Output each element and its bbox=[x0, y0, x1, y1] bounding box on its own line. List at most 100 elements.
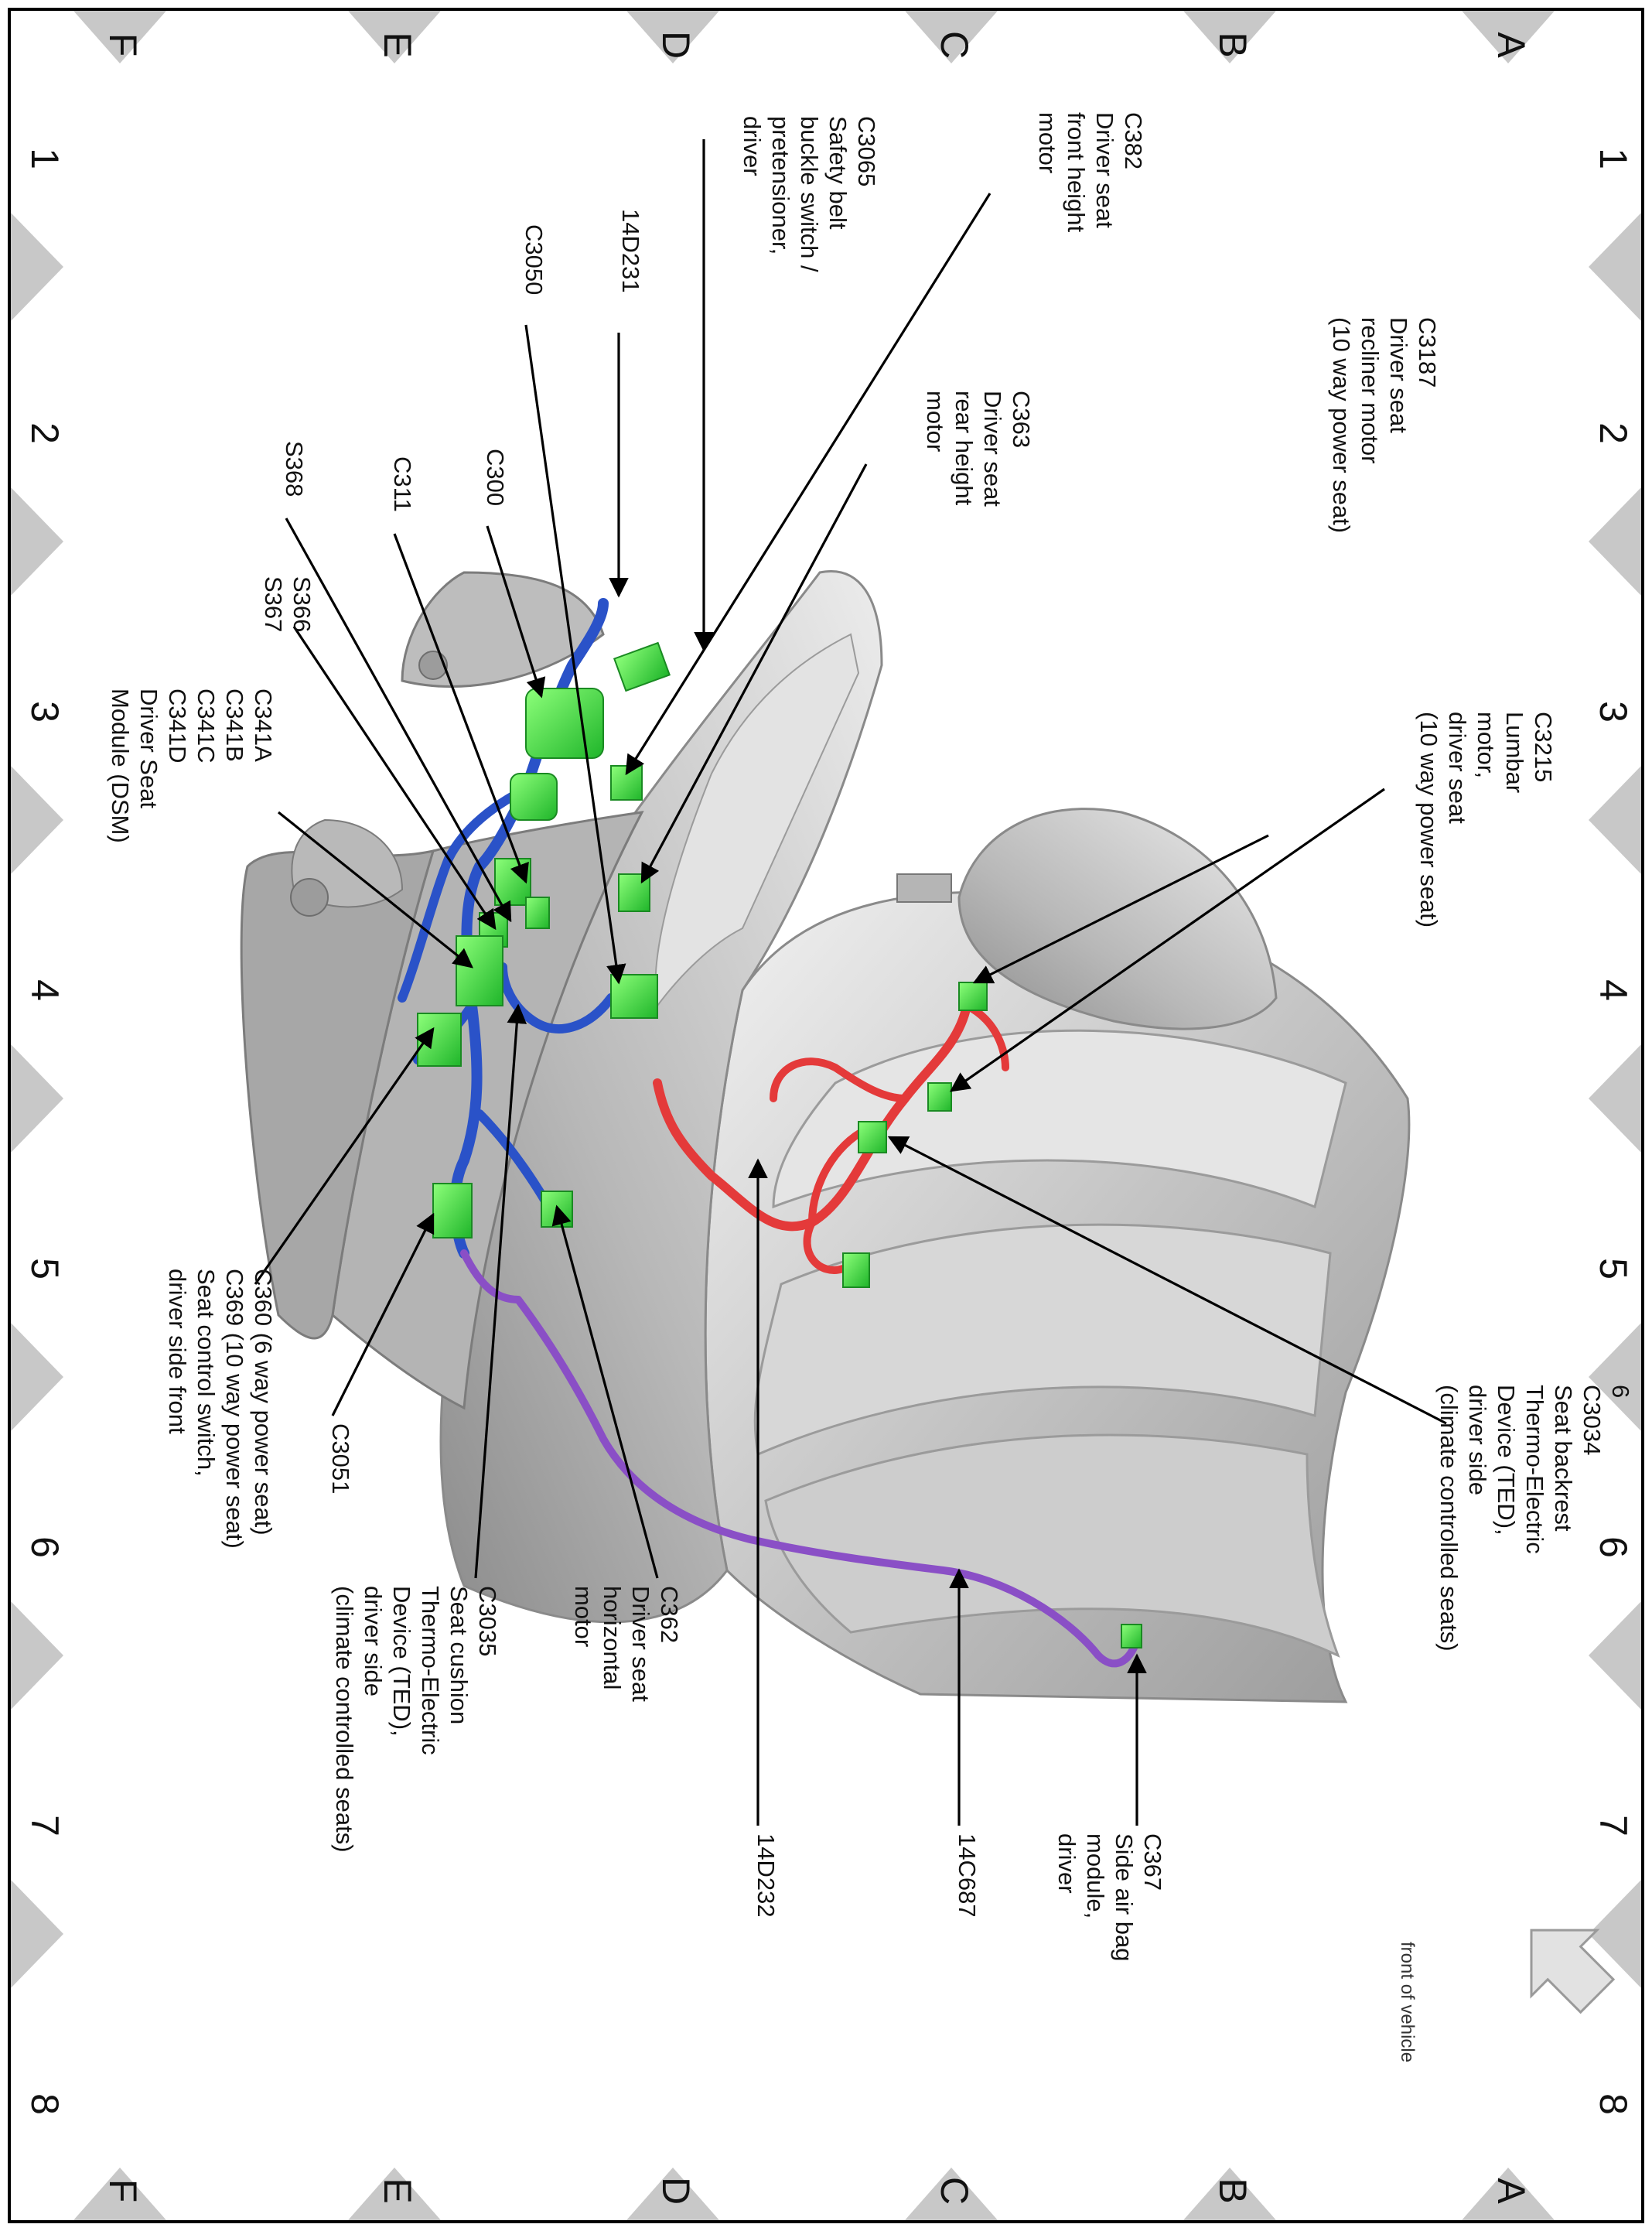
grid-marker-top bbox=[626, 11, 719, 63]
callout-line: motor, bbox=[1473, 712, 1500, 778]
callout-line: C3034 bbox=[1579, 1385, 1606, 1455]
callout-line: (climate controlled seats) bbox=[1435, 1385, 1463, 1652]
callout-line: Device (TED), bbox=[1493, 1385, 1520, 1536]
grid-label: 3 bbox=[1592, 701, 1635, 723]
grid-label: F bbox=[101, 33, 145, 57]
grid-label: 8 bbox=[23, 2093, 67, 2115]
grid-label: 3 bbox=[23, 701, 67, 723]
callout-line: C369 (10 way power seat) bbox=[221, 1269, 248, 1549]
grid-label: 7 bbox=[1592, 1815, 1635, 1836]
leader-lines bbox=[254, 139, 1447, 1826]
callout-line: front height bbox=[1063, 112, 1090, 232]
callout-line: driver bbox=[739, 116, 766, 176]
front-arrow-icon bbox=[1530, 1929, 1616, 2014]
callout-line: driver side bbox=[1464, 1385, 1491, 1495]
callout-line: C360 (6 way power seat) bbox=[250, 1269, 277, 1536]
callout-line: Driver Seat bbox=[135, 688, 162, 808]
grid-marker-right bbox=[1589, 213, 1641, 321]
callout-line: C341D bbox=[164, 688, 191, 764]
callout-line: Driver seat bbox=[979, 391, 1006, 507]
grid-marker-top bbox=[73, 11, 166, 63]
callout-line: C311 bbox=[389, 456, 416, 512]
callout-line: Driver seat bbox=[1385, 317, 1412, 433]
grid-label: D bbox=[654, 2177, 698, 2205]
grid-marker-left bbox=[11, 1323, 63, 1431]
grid-marker-top bbox=[348, 11, 441, 63]
callout-line: buckle switch / bbox=[796, 116, 823, 272]
callout-line: S366 bbox=[288, 576, 316, 632]
grid-marker-top bbox=[905, 11, 998, 63]
callout-line: motor bbox=[1034, 112, 1061, 173]
callout-c14d231: 14D231 bbox=[617, 209, 644, 293]
callout-line: Driver seat bbox=[627, 1586, 654, 1702]
callout-line: Side air bag bbox=[1111, 1833, 1138, 1961]
callout-line: C3051 bbox=[327, 1423, 354, 1494]
callout-line: Thermo-Electric bbox=[1521, 1385, 1548, 1554]
callout-line: C3065 bbox=[853, 116, 880, 186]
grid-marker-top bbox=[1183, 11, 1276, 63]
callout-line: C367 bbox=[1139, 1833, 1166, 1891]
callout-c3050: C3050 bbox=[521, 224, 548, 295]
callout-line: driver side bbox=[360, 1586, 387, 1696]
grid-label: A bbox=[1490, 2178, 1533, 2204]
grid-label: 6 bbox=[23, 1536, 67, 1558]
callout-c3051: C3051 bbox=[327, 1423, 354, 1494]
callout-line: Safety belt bbox=[824, 116, 852, 230]
grid-marker-top bbox=[1462, 11, 1555, 63]
grid-marker-left bbox=[11, 1044, 63, 1153]
grid-label: 5 bbox=[1592, 1258, 1635, 1279]
grid-marker-right bbox=[1589, 487, 1641, 596]
callout-line: Module (DSM) bbox=[107, 688, 134, 843]
grid-label: A bbox=[1490, 32, 1533, 58]
grid-label: 2 bbox=[23, 422, 67, 444]
callout-line: 14C687 bbox=[954, 1833, 981, 1918]
callout-line: Device (TED), bbox=[388, 1586, 415, 1737]
grid-marker-left bbox=[11, 1880, 63, 1988]
callout-line: C341B bbox=[221, 688, 248, 762]
callout-line: recliner motor bbox=[1357, 317, 1384, 464]
grid-marker-bottom bbox=[73, 2168, 166, 2220]
callout-c14c687: 14C687 bbox=[954, 1833, 981, 1918]
grid-marker-left bbox=[11, 766, 63, 874]
callout-line: C341A bbox=[250, 688, 277, 762]
grid-label: 4 bbox=[23, 979, 67, 1001]
callout-line: motor bbox=[570, 1586, 597, 1647]
grid-marker-bottom bbox=[1462, 2168, 1555, 2220]
callout-line: C341C bbox=[193, 688, 220, 764]
grid-marker-right bbox=[1589, 1880, 1641, 1988]
callout-line: Seat cushion bbox=[445, 1586, 473, 1724]
callout-line: rear height bbox=[951, 391, 978, 506]
grid-marker-bottom bbox=[348, 2168, 441, 2220]
grid-label: 2 bbox=[1592, 422, 1635, 444]
callout-line: motor bbox=[922, 391, 949, 452]
grid-label: E bbox=[376, 32, 419, 57]
callout-c14d232: 14D232 bbox=[753, 1833, 780, 1918]
grid-label: B bbox=[1211, 32, 1254, 57]
grid-marker-right bbox=[1589, 1323, 1641, 1431]
seat-illustration bbox=[240, 570, 1411, 1703]
callout-c360: C360 (6 way power seat)C369 (10 way powe… bbox=[164, 1269, 277, 1549]
callout-line: horizontal bbox=[599, 1586, 626, 1689]
callout-line: module, bbox=[1082, 1833, 1109, 1918]
grid-marker-bottom bbox=[1183, 2168, 1276, 2220]
callout-line: Lumbar bbox=[1501, 712, 1528, 793]
grid-label: 1 bbox=[1592, 148, 1635, 169]
callout-c300: C300 bbox=[482, 449, 509, 506]
grid-label: 7 bbox=[23, 1815, 67, 1836]
grid-label: 1 bbox=[23, 148, 67, 169]
callout-line: Thermo-Electric bbox=[417, 1586, 444, 1755]
callout-line: (10 way power seat) bbox=[1328, 317, 1355, 533]
grid-label: E bbox=[376, 2178, 419, 2203]
grid-label: 6 bbox=[1592, 1536, 1635, 1558]
